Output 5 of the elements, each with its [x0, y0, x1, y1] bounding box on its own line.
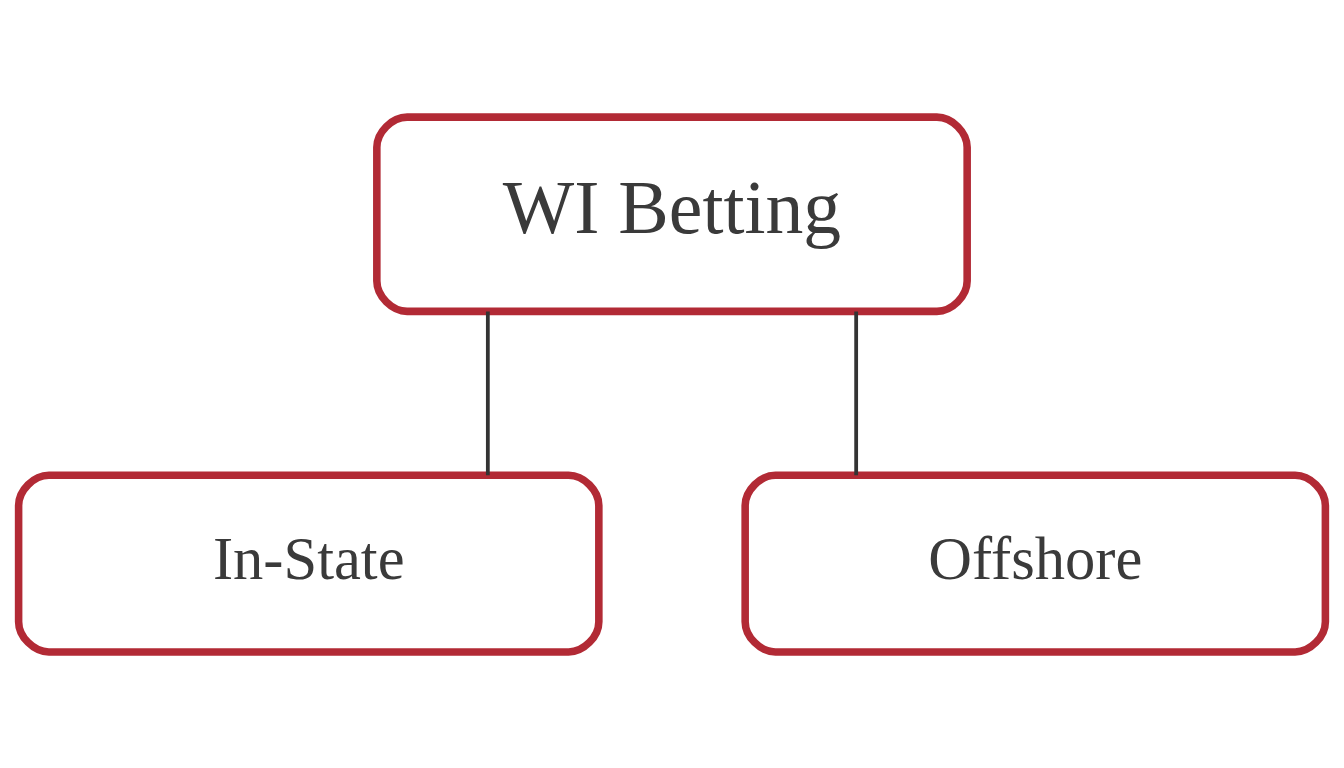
node-box: WI Betting — [373, 112, 971, 315]
connector — [854, 311, 859, 475]
connector — [485, 311, 490, 475]
node-box: In-State — [14, 471, 603, 656]
node-box: Offshore — [741, 471, 1330, 656]
